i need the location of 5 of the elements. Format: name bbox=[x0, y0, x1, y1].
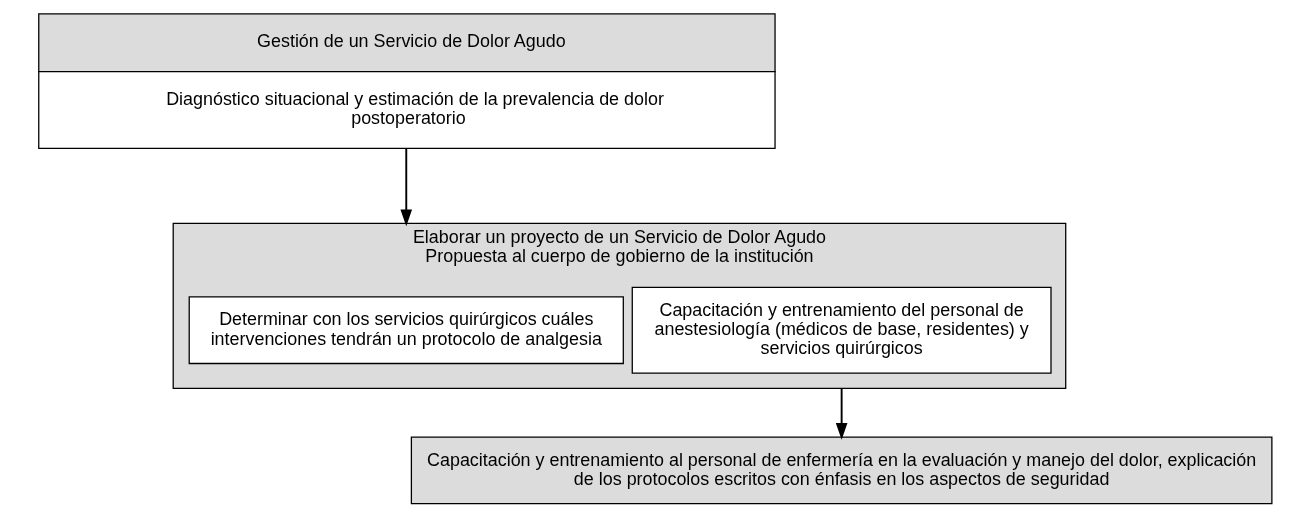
arrow bbox=[835, 387, 847, 440]
node-box: Determinar con los servicios quirúrgicos cuáles intervenciones tendrán un protocolo de analgesia bbox=[188, 296, 624, 365]
arrow bbox=[399, 147, 412, 227]
node-box: Capacitación y entrenamiento al personal de enfermería en la evaluación y manejo del dolor, explicación de los protocolos escritos con énfasis en los aspectos de seguridad bbox=[410, 436, 1273, 505]
node-box: Capacitación y entrenamiento del personal de anestesiología (médicos de base, residentes) y servicios quirúrgicos bbox=[631, 286, 1052, 374]
